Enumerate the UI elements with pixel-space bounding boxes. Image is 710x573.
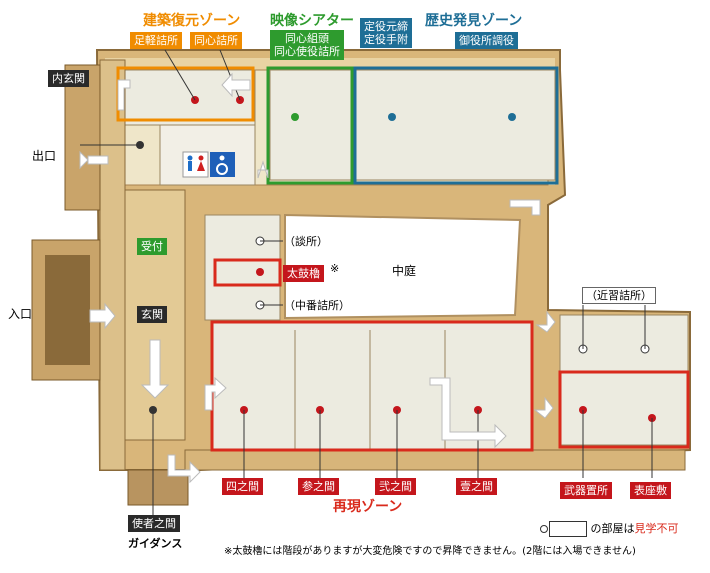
room-doshin: 同心詰所 [190, 32, 242, 49]
taikoyagura-note-mark: ※ [330, 262, 340, 275]
legend-box [549, 521, 587, 537]
room-dansho: （談所） [284, 235, 328, 248]
room-jouyaku: 定役元締 定役手附 [360, 18, 412, 48]
wheelchair-icon [210, 152, 235, 177]
taikoyagura-outline [213, 258, 282, 287]
room-uketsuke: 受付 [137, 238, 167, 255]
legend-no-entry: 見学不可 [634, 522, 679, 535]
guidance-label: ガイダンス [128, 537, 183, 550]
right-zone-outline [558, 370, 690, 449]
entrance-label: 入口 [8, 307, 33, 321]
room-yon: 四之間 [222, 478, 263, 495]
legend-text: の部屋は [590, 522, 635, 535]
room-ni: 弐之間 [375, 478, 416, 495]
room-ichi: 壹之間 [456, 478, 497, 495]
restroom-icon [182, 151, 209, 178]
footnote: ※太鼓櫓には階段がありますが大変危険ですので昇降できません。(2階には入場できま… [224, 546, 636, 557]
building-body [31, 49, 691, 506]
room-bugu: 武器置所 [560, 482, 612, 499]
room-uchigenkan: 内玄関 [48, 70, 89, 87]
theater-zone-title: 映像シアター [270, 13, 354, 29]
room-taikoyagura: 太鼓櫓 [283, 265, 324, 282]
room-omote: 表座敷 [630, 482, 671, 499]
room-san: 参之間 [298, 478, 339, 495]
legend: の部屋は見学不可 [540, 520, 679, 537]
building-zone-title: 建築復元ゾーン [143, 13, 241, 29]
history-zone-outline [353, 66, 559, 185]
courtyard-label: 中庭 [392, 264, 417, 278]
room-doshin-kumigashira: 同心組頭 同心使役詰所 [270, 30, 344, 60]
room-chuban: （中番詰所） [284, 299, 350, 312]
history-zone-title: 歴史発見ゾーン [425, 13, 523, 29]
legend-marker [540, 525, 548, 533]
room-kinju: （近習詰所） [582, 287, 656, 304]
room-genkan: 玄関 [137, 306, 167, 323]
exit-label: 出口 [32, 149, 57, 163]
theater-zone-outline [266, 66, 354, 185]
route-markers [136, 96, 656, 422]
reproduction-zone-title: 再現ゾーン [333, 499, 403, 515]
room-ashigaru: 足軽詰所 [130, 32, 182, 49]
route-arrow-icon [79, 72, 556, 484]
room-shisha: 使者之間 [128, 515, 180, 532]
leader-lines [80, 49, 653, 515]
room-goyakusho: 御役所調役 [455, 32, 518, 49]
